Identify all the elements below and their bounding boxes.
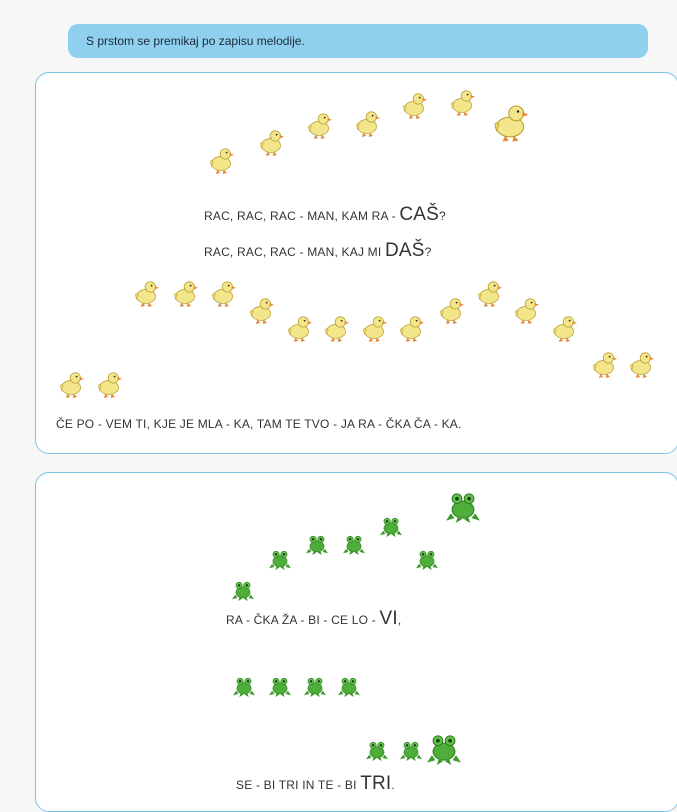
frog-line-1-accent: VI — [379, 608, 398, 629]
frog-line-1-text: RA - ČKA ŽA - BI - CE LO - — [226, 613, 376, 627]
frog-line-2-accent: TRI — [360, 773, 392, 794]
duck-icon — [96, 369, 122, 399]
frog-icon — [416, 548, 438, 570]
frog-icon — [380, 515, 402, 537]
frog-icon — [427, 731, 461, 765]
duck-line-1: RAC, RAC, RAC - MAN, KAM RA - CAŠ? — [204, 204, 446, 226]
duck-icon — [210, 278, 236, 308]
duck-icon — [628, 349, 654, 379]
frog-line-2: SE - BI TRI IN TE - BI TRI. — [236, 773, 395, 795]
duck-line-3: ČE PO - VEM TI, KJE JE MLA - KA, TAM TE … — [56, 417, 462, 431]
duck-icon — [208, 145, 234, 175]
duck-line-1-text: RAC, RAC, RAC - MAN, KAM RA - — [204, 209, 396, 223]
frog-line-1-end: , — [397, 613, 402, 627]
duck-icon — [591, 349, 617, 379]
duck-icon — [258, 127, 284, 157]
frog-icon — [232, 579, 254, 601]
duck-icon — [323, 313, 349, 343]
frog-line-2-text: SE - BI TRI IN TE - BI — [236, 778, 357, 792]
frog-icon — [233, 675, 255, 697]
frog-icon — [269, 675, 291, 697]
duck-line-2-text: RAC, RAC, RAC - MAN, KAJ MI — [204, 245, 382, 259]
frog-icon — [304, 675, 326, 697]
frog-line-2-end: . — [391, 778, 395, 792]
instruction-text: S prstom se premikaj po zapisu melodije. — [86, 34, 305, 48]
duck-icon — [513, 295, 539, 325]
duck-line-1-accent: CAŠ — [399, 204, 440, 225]
duck-icon — [491, 101, 529, 143]
duck-icon — [401, 90, 427, 120]
frog-icon — [446, 489, 480, 523]
frog-icon — [338, 675, 360, 697]
duck-icon — [172, 278, 198, 308]
duck-line-2: RAC, RAC, RAC - MAN, KAJ MI DAŠ? — [204, 240, 432, 262]
duck-icon — [476, 278, 502, 308]
duck-icon — [449, 87, 475, 117]
duck-icon — [248, 295, 274, 325]
frog-icon — [269, 548, 291, 570]
duck-icon — [354, 108, 380, 138]
duck-icon — [551, 313, 577, 343]
duck-icon — [361, 313, 387, 343]
duck-icon — [438, 295, 464, 325]
duck-icon — [286, 313, 312, 343]
duck-icon — [58, 369, 84, 399]
duck-line-1-end: ? — [439, 209, 446, 223]
frog-song-panel: RA - ČKA ŽA - BI - CE LO - VI, SE - BI T… — [35, 472, 677, 812]
duck-line-2-accent: DAŠ — [384, 240, 425, 261]
instruction-bar: S prstom se premikaj po zapisu melodije. — [68, 24, 648, 58]
frog-icon — [343, 533, 365, 555]
duck-song-panel: RAC, RAC, RAC - MAN, KAM RA - CAŠ? RAC, … — [35, 72, 677, 454]
duck-line-2-end: ? — [424, 245, 432, 259]
frog-icon — [306, 533, 328, 555]
frog-icon — [400, 739, 422, 761]
duck-icon — [133, 278, 159, 308]
frog-line-1: RA - ČKA ŽA - BI - CE LO - VI, — [226, 608, 401, 630]
duck-line-3-text: ČE PO - VEM TI, KJE JE MLA - KA, TAM TE … — [56, 417, 462, 431]
duck-icon — [306, 110, 332, 140]
duck-icon — [398, 313, 424, 343]
frog-icon — [366, 739, 388, 761]
